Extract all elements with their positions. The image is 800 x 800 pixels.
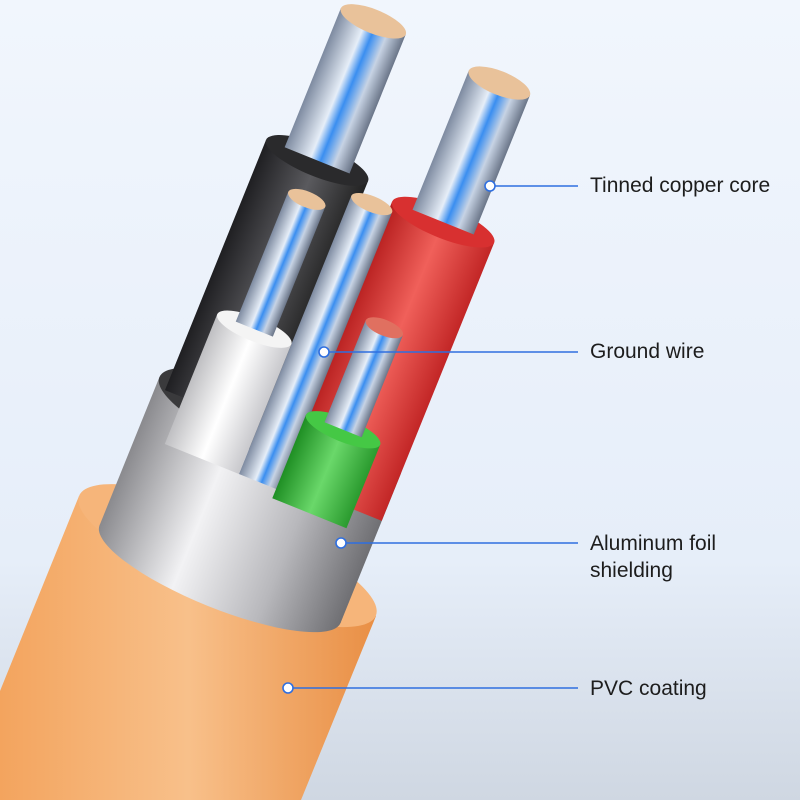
label-ground-wire: Ground wire [590, 340, 705, 363]
callout-dot-core [484, 180, 496, 192]
label-aluminum-foil: Aluminum foil shielding [590, 530, 716, 584]
green-wire [272, 317, 404, 529]
label-aluminum-foil-line2: shielding [590, 559, 673, 582]
label-aluminum-foil-line1: Aluminum foil [590, 532, 717, 555]
label-tinned-copper-core: Tinned copper core [590, 174, 771, 197]
callout-dot-foil [335, 537, 347, 549]
white-wire [164, 188, 326, 474]
pvc-jacket-body [0, 496, 376, 800]
ground-wire [238, 192, 393, 491]
label-pvc-coating: PVC coating [590, 677, 707, 700]
callout-dot-ground [318, 346, 330, 358]
callout-dot-pvc [282, 682, 294, 694]
